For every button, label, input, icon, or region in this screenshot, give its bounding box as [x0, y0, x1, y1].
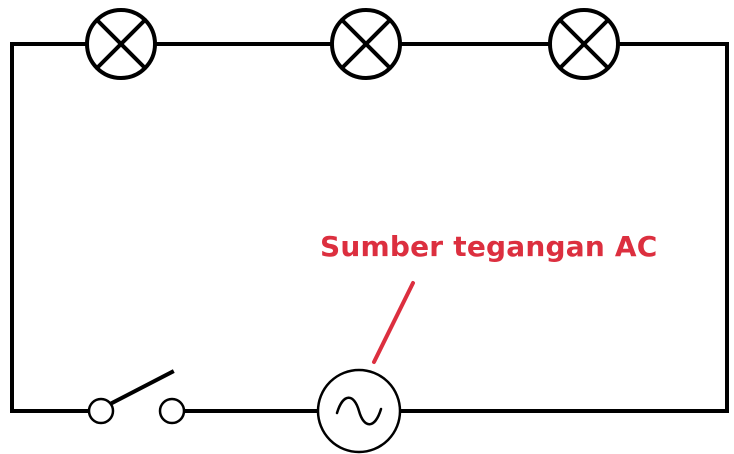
lamp-2 — [330, 8, 402, 80]
lamp-1 — [85, 8, 157, 80]
ac-source-symbol — [316, 368, 402, 454]
ac-source-label: Sumber tegangan AC — [320, 230, 658, 263]
switch-open — [87, 369, 186, 425]
lamp-3 — [548, 8, 620, 80]
annotation-pointer — [372, 281, 415, 364]
